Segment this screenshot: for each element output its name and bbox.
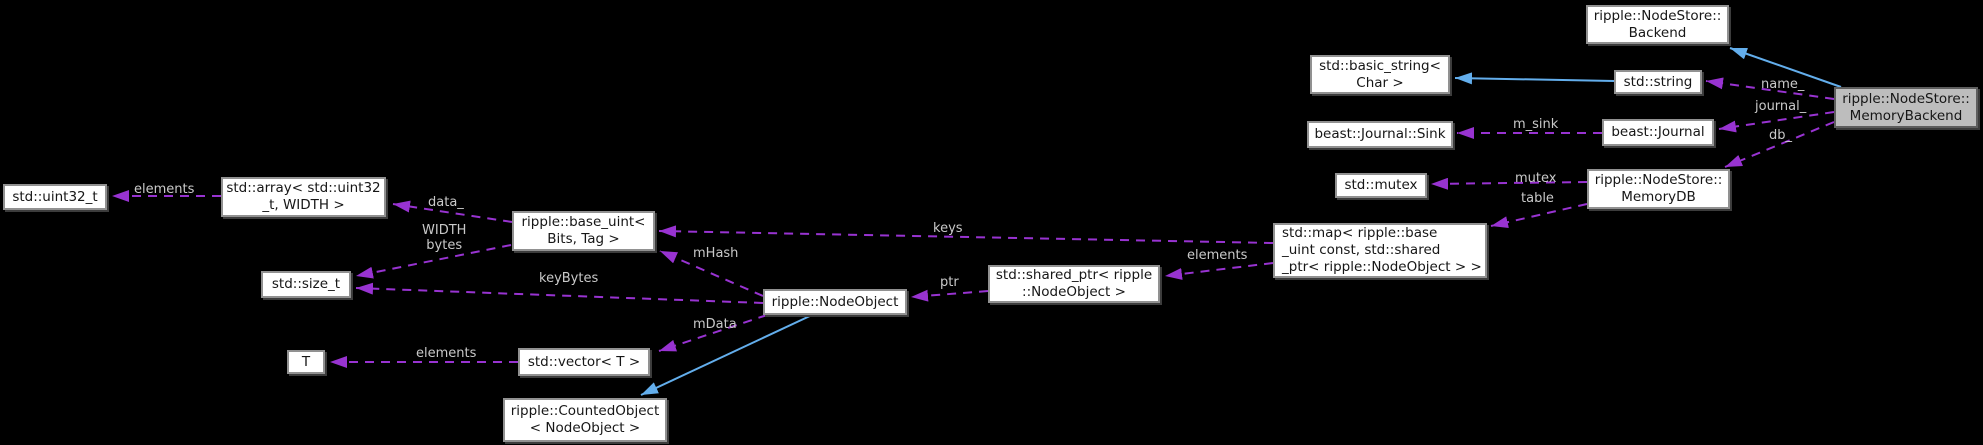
- edge-table-memorydb-to-map: [1490, 203, 1588, 229]
- node-std-string[interactable]: std::string: [1614, 70, 1702, 94]
- node-std-size-t[interactable]: std::size_t: [261, 271, 351, 298]
- edge-mutex-memorydb-to-mutex: [1430, 177, 1588, 190]
- edge-keys-map-to-baseuint: [658, 225, 1274, 244]
- edge-mdata-nodeobject-to-vector: [658, 314, 768, 352]
- node-beast-journal-sink[interactable]: beast::Journal::Sink: [1307, 121, 1453, 148]
- node-std-basic-string[interactable]: std::basic_string< Char >: [1310, 55, 1450, 94]
- node-std-uint32-t[interactable]: std::uint32_t: [3, 184, 107, 210]
- edge-keybytes-nodeobject-to-sizet: [355, 282, 764, 304]
- edge-name-memorybackend-to-string: [1705, 77, 1835, 100]
- node-std-shared-ptr[interactable]: std::shared_ptr< ripple ::NodeObject >: [988, 265, 1160, 303]
- node-ripple-memorybackend-highlighted[interactable]: ripple::NodeStore:: MemoryBackend: [1834, 87, 1978, 128]
- edge-inherit-string-to-basicstring: [1454, 72, 1615, 85]
- node-ripple-countedobject[interactable]: ripple::CountedObject < NodeObject >: [503, 398, 667, 442]
- edge-db-memorybackend-to-memorydb: [1724, 121, 1835, 168]
- node-std-map[interactable]: std::map< ripple::base _uint const, std:…: [1273, 223, 1487, 278]
- edge-ptr-sharedptr-to-nodeobject: [910, 289, 989, 302]
- edge-data-baseuint-to-array: [392, 200, 513, 223]
- node-ripple-nodeobject[interactable]: ripple::NodeObject: [763, 289, 907, 315]
- edge-journal-memorybackend-to-journal: [1718, 111, 1835, 133]
- edge-mhash-nodeobject-to-baseuint: [659, 250, 764, 297]
- node-t[interactable]: T: [287, 350, 325, 374]
- node-std-array[interactable]: std::array< std::uint32 _t, WIDTH >: [221, 177, 386, 217]
- node-ripple-memorydb[interactable]: ripple::NodeStore:: MemoryDB: [1587, 169, 1730, 209]
- node-ripple-backend[interactable]: ripple::NodeStore:: Backend: [1586, 5, 1729, 44]
- node-ripple-base-uint[interactable]: ripple::base_uint< Bits, Tag >: [512, 211, 655, 251]
- edge-elements-map-to-sharedptr: [1164, 262, 1274, 280]
- edge-inherit-nodeobject-to-countedobject: [640, 314, 813, 396]
- node-std-vector[interactable]: std::vector< T >: [518, 348, 650, 376]
- node-std-mutex[interactable]: std::mutex: [1335, 173, 1427, 198]
- node-beast-journal[interactable]: beast::Journal: [1602, 119, 1714, 146]
- edge-inherit-memorybackend-to-backend: [1729, 47, 1842, 88]
- edge-widthbytes-baseuint-to-sizet: [355, 244, 512, 279]
